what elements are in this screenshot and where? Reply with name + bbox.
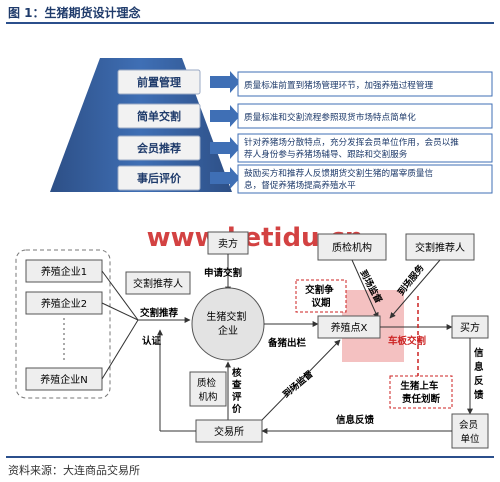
center-label: 生猪交割 企业 bbox=[206, 310, 249, 337]
pig-on-truck-line-1: 生猪上车 bbox=[400, 380, 439, 392]
center-node: 生猪交割 企业 bbox=[191, 287, 265, 361]
delivery-recommend-label: 交割推荐 bbox=[140, 307, 179, 319]
info-feedback-right-c2: 息 bbox=[474, 361, 484, 373]
level-3-desc-line-1: 针对养猪场分散特点，充分发挥会员单位作用，会员以推 bbox=[244, 136, 459, 148]
dispute-line-2: 议期 bbox=[311, 297, 330, 309]
farm-n: 养殖企业N bbox=[25, 367, 103, 391]
center-label-line-2: 企业 bbox=[218, 324, 238, 337]
delivery-recommender-left-label: 交割推荐人 bbox=[133, 277, 183, 290]
member-box: 会员 单位 bbox=[451, 413, 489, 449]
level-3-desc: 针对养猪场分散特点，充分发挥会员单位作用，会员以推 荐人身份参与养猪场辅导、跟踪… bbox=[244, 136, 462, 160]
farm-2-link bbox=[101, 302, 139, 321]
pig-on-truck-label: 生猪上车 责任划断 bbox=[400, 380, 441, 405]
delivery-recommender-right: 交割推荐人 bbox=[405, 233, 475, 261]
check-eval-ch-3: 评 bbox=[232, 391, 242, 403]
info-feedback-right-c4: 馈 bbox=[474, 389, 484, 401]
inspection-top-label: 质检机构 bbox=[332, 241, 372, 254]
inspection-left-line-2: 机构 bbox=[198, 391, 217, 403]
level-4-label: 事后评价 bbox=[137, 171, 182, 185]
seller-label: 卖方 bbox=[218, 237, 238, 250]
farm-2: 养殖企业2 bbox=[25, 291, 103, 315]
info-feedback-bottom-label: 信息反馈 bbox=[336, 414, 375, 426]
buyer-label: 买方 bbox=[460, 321, 480, 334]
pyramid-level-3: 会员推荐 针对养猪场分散特点，充分发挥会员单位作用，会员以推 荐人身份参与养猪场… bbox=[117, 133, 493, 163]
level-4-arrow-icon bbox=[210, 167, 240, 189]
onsite-supervise-mid-arrow bbox=[261, 339, 341, 421]
pyramid-level-1: 前置管理 质量标准前置到猪场管理环节，加强养殖过程管理 bbox=[117, 69, 493, 97]
inspection-left-label: 质检 机构 bbox=[197, 377, 219, 403]
inspection-left-line-1: 质检 bbox=[197, 377, 217, 389]
certify-label: 认证 bbox=[142, 335, 162, 347]
onsite-supervise-top-arrow bbox=[351, 259, 379, 319]
check-eval-ch-4: 价 bbox=[232, 403, 242, 415]
farm-point-label: 养殖点X bbox=[331, 321, 368, 334]
level-4-desc-line-2: 息，督促养猪场提高养殖水平 bbox=[244, 179, 356, 191]
level-1-desc: 质量标准前置到猪场管理环节，加强养殖过程管理 bbox=[244, 79, 433, 91]
pig-on-truck-line-2: 责任划断 bbox=[402, 393, 441, 405]
farm-point-box: 养殖点X bbox=[317, 315, 381, 339]
farms-group bbox=[15, 249, 111, 399]
on-truck-label: 车板交割 bbox=[388, 335, 426, 347]
inspection-left-box: 质检 机构 bbox=[189, 371, 227, 407]
delivery-recommender-left: 交割推荐人 bbox=[125, 271, 191, 295]
farm-n-link bbox=[101, 319, 139, 380]
onsite-supervise-mid-label: 到场监督 bbox=[280, 368, 315, 400]
level-3-label: 会员推荐 bbox=[137, 141, 181, 155]
pyramid-level-4: 事后评价 鼓励买方和推荐人反馈期货交割生猪的屠宰质量信 息，督促养猪场提高养殖水… bbox=[117, 164, 493, 194]
delivery-recommender-right-label: 交割推荐人 bbox=[415, 241, 465, 254]
pyramid-level-2: 简单交割 质量标准和交割流程参照现货市场特点简单化 bbox=[117, 103, 493, 129]
level-1-arrow-icon bbox=[210, 71, 240, 93]
apply-delivery-label: 申请交割 bbox=[204, 267, 242, 279]
check-eval-label: 核 查 评 价 bbox=[231, 367, 245, 415]
level-2-label: 简单交割 bbox=[137, 109, 181, 123]
level-3-arrow-icon bbox=[210, 137, 240, 159]
source-rule bbox=[6, 456, 494, 458]
prep-pig-label: 备猪出栏 bbox=[267, 337, 307, 349]
dispute-box: 交割争 议期 bbox=[295, 279, 347, 313]
level-2-arrow-icon bbox=[210, 105, 240, 127]
level-4-desc: 鼓励买方和推荐人反馈期货交割生猪的屠宰质量信 息，督促养猪场提高养殖水平 bbox=[244, 167, 436, 191]
seller-box: 卖方 bbox=[207, 231, 249, 255]
check-eval-ch-1: 核 bbox=[232, 367, 242, 379]
pig-on-truck-box: 生猪上车 责任划断 bbox=[389, 375, 453, 409]
farm-1-link bbox=[101, 270, 139, 321]
farm-1-label: 养殖企业1 bbox=[41, 265, 87, 278]
level-2-desc: 质量标准和交割流程参照现货市场特点简单化 bbox=[244, 111, 416, 123]
level-3-desc-line-2: 荐人身份参与养猪场辅导、跟踪和交割服务 bbox=[244, 148, 408, 160]
inspection-top-box: 质检机构 bbox=[317, 233, 387, 261]
farm-1: 养殖企业1 bbox=[25, 259, 103, 283]
level-1-label: 前置管理 bbox=[137, 75, 181, 89]
dispute-line-1: 交割争 bbox=[305, 284, 334, 296]
source-note: 资料来源：大连商品交易所 bbox=[8, 464, 140, 477]
center-label-line-1: 生猪交割 bbox=[206, 310, 246, 323]
onsite-service-label: 到场服务 bbox=[395, 261, 427, 298]
info-feedback-right-label: 信 息 反 馈 bbox=[474, 347, 487, 401]
exchange-box: 交易所 bbox=[195, 419, 263, 443]
title-rule bbox=[6, 22, 494, 24]
onsite-service-arrow bbox=[389, 259, 441, 319]
farm-n-label: 养殖企业N bbox=[40, 373, 87, 386]
member-label: 会员 单位 bbox=[459, 419, 481, 445]
info-feedback-right-c3: 反 bbox=[474, 375, 484, 387]
dispute-label: 交割争 议期 bbox=[305, 284, 337, 309]
farm-2-label: 养殖企业2 bbox=[41, 297, 87, 310]
check-eval-ch-2: 查 bbox=[231, 379, 242, 391]
info-feedback-right-c1: 信 bbox=[474, 347, 484, 359]
buyer-box: 买方 bbox=[451, 315, 489, 339]
figure-title: 图 1：生猪期货设计理念 bbox=[8, 6, 141, 20]
member-line-1: 会员 bbox=[459, 419, 478, 431]
exchange-label: 交易所 bbox=[214, 425, 244, 438]
level-4-desc-line-1: 鼓励买方和推荐人反馈期货交割生猪的屠宰质量信 bbox=[244, 167, 433, 179]
member-line-2: 单位 bbox=[460, 433, 480, 445]
